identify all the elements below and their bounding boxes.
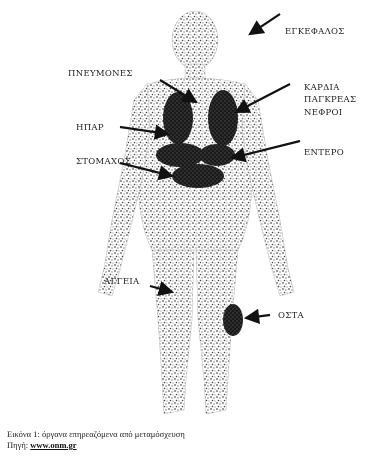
arrow-bones — [246, 315, 270, 318]
caption-source: Πηγή: www.onm.gr — [7, 440, 377, 451]
label-lungs: ΠΝΕΥΜΟΝΕΣ — [68, 69, 133, 79]
source-link[interactable]: www.onm.gr — [30, 440, 76, 450]
liver — [156, 143, 204, 167]
neck — [185, 64, 205, 80]
label-bones: ΟΣΤΑ — [278, 311, 305, 321]
label-brain: ΕΓΚΕΦΑΛΟΣ — [285, 27, 345, 37]
knee-bone — [223, 304, 243, 336]
label-kidneys: ΝΕΦΡΟΙ — [304, 108, 342, 118]
label-vessels: ΑΓΓΕΙΑ — [103, 277, 140, 287]
stomach — [199, 144, 235, 166]
arrow-brain — [250, 14, 280, 34]
transplant-organs-diagram: ΕΓΚΕΦΑΛΟΣ ΠΝΕΥΜΟΝΕΣ ΚΑΡΔΙΑ ΠΑΓΚΡΕΑΣ ΝΕΦΡ… — [0, 0, 382, 425]
label-pancreas: ΠΑΓΚΡΕΑΣ — [304, 95, 356, 105]
head — [172, 11, 218, 69]
source-prefix: Πηγή: — [7, 440, 30, 450]
heart — [208, 90, 238, 146]
left-leg — [152, 250, 194, 414]
caption-text: Εικόνα 1: όργανα επηρεαζόμενα από μεταμό… — [7, 429, 377, 440]
figure-caption: Εικόνα 1: όργανα επηρεαζόμενα από μεταμό… — [7, 429, 377, 451]
label-intestine: ΕΝΤΕΡΟ — [304, 148, 344, 158]
kidneys — [172, 164, 224, 188]
label-stomach: ΣΤΟΜΑΧΟΣ — [76, 157, 131, 167]
label-liver: ΗΠΑΡ — [76, 123, 104, 133]
label-heart: ΚΑΡΔΙΑ — [304, 83, 340, 93]
lung-left — [163, 92, 193, 144]
